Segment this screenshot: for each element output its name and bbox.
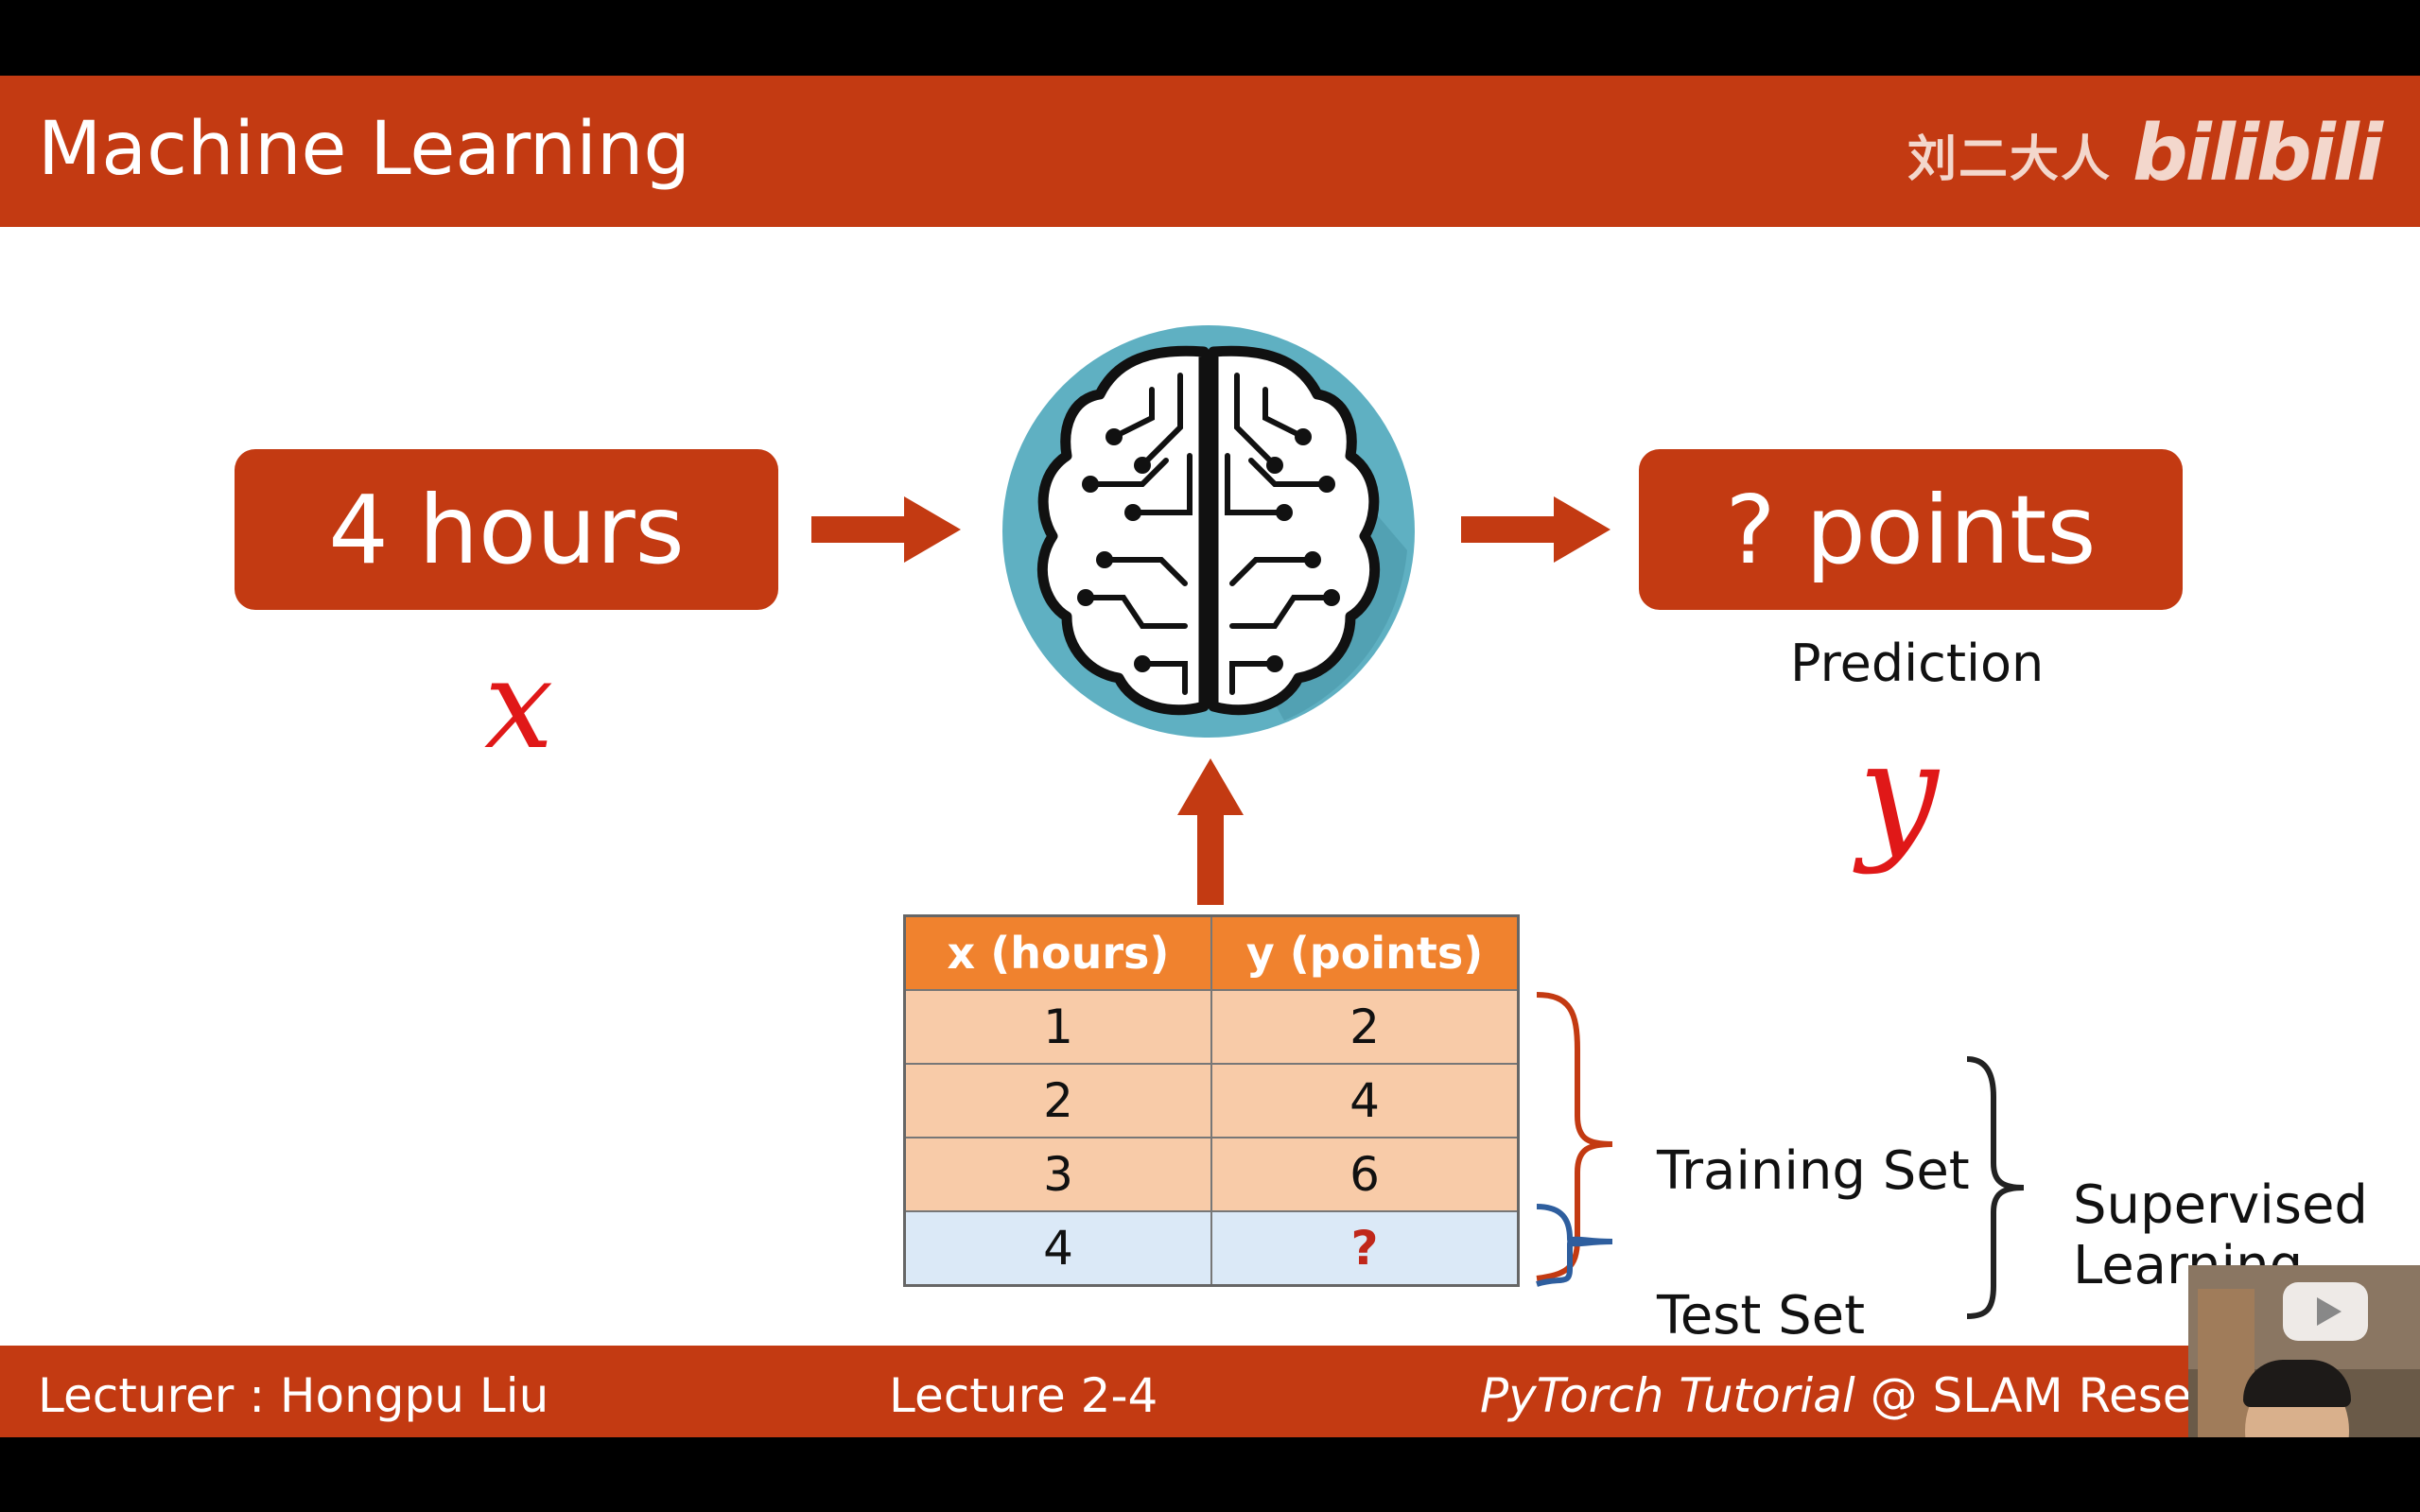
brain-circuit-icon (1002, 325, 1415, 738)
lecturer-name: Lecturer : Hongpu Liu (38, 1368, 549, 1423)
output-variable: y (1858, 712, 1939, 877)
table-row: 2 4 (903, 1063, 1520, 1138)
lecture-number: Lecture 2-4 (889, 1368, 1158, 1423)
table-cell: 2 (1210, 989, 1520, 1065)
prediction-caption: Prediction (1790, 634, 2045, 693)
table-cell: 6 (1210, 1137, 1520, 1212)
table-row: 1 2 (903, 989, 1520, 1065)
logo-brand: bilibili (2132, 109, 2383, 199)
test-brace (1536, 1204, 1613, 1287)
supervised-brace (1966, 1056, 2025, 1319)
arrow-right-icon (1461, 496, 1610, 563)
play-icon[interactable] (2283, 1282, 2368, 1341)
table-header-row: x (hours) y (points) (903, 914, 1520, 991)
table-cell: 2 (903, 1063, 1212, 1138)
slide: Machine Learning 刘二大人 bilibili 4 hours x (0, 76, 2420, 1437)
table-cell-unknown: ? (1210, 1210, 1520, 1287)
logo-author-name: 刘二大人 (1906, 130, 2112, 188)
webcam-overlay (2188, 1265, 2420, 1437)
dataset-table: x (hours) y (points) 1 2 2 4 3 6 4 ? (903, 914, 1520, 1287)
training-set-label: Training Set (1657, 1140, 1970, 1202)
header-band: Machine Learning 刘二大人 bilibili (0, 76, 2420, 227)
course-title-rest: @ SLAM Resear (1854, 1368, 2240, 1423)
column-header-x: x (hours) (903, 914, 1212, 991)
grouping-braces (1536, 992, 2025, 1319)
table-row: 3 6 (903, 1137, 1520, 1212)
table-cell: 4 (903, 1210, 1212, 1287)
course-title: PyTorch Tutorial @ SLAM Resear (1480, 1367, 2240, 1424)
supervised-line-1: Supervised (2073, 1174, 2368, 1236)
table-cell: 1 (903, 989, 1212, 1065)
column-header-y: y (points) (1210, 914, 1520, 991)
test-set-label: Test Set (1657, 1285, 1866, 1347)
input-box: 4 hours (235, 449, 778, 610)
table-cell: 3 (903, 1137, 1212, 1212)
output-box: ? points (1639, 449, 2183, 610)
channel-logo: 刘二大人 bilibili (1906, 109, 2383, 199)
table-row-test: 4 ? (903, 1210, 1520, 1287)
course-title-italic: PyTorch Tutorial (1480, 1368, 1855, 1423)
input-variable: x (484, 633, 554, 776)
slide-title: Machine Learning (38, 107, 690, 192)
supervised-learning-label: Supervised Learning (2073, 1175, 2368, 1296)
training-brace (1536, 992, 1613, 1281)
table-cell: 4 (1210, 1063, 1520, 1138)
arrow-right-icon (811, 496, 961, 563)
arrow-up-icon (1177, 758, 1244, 905)
footer-band (0, 1346, 2420, 1437)
